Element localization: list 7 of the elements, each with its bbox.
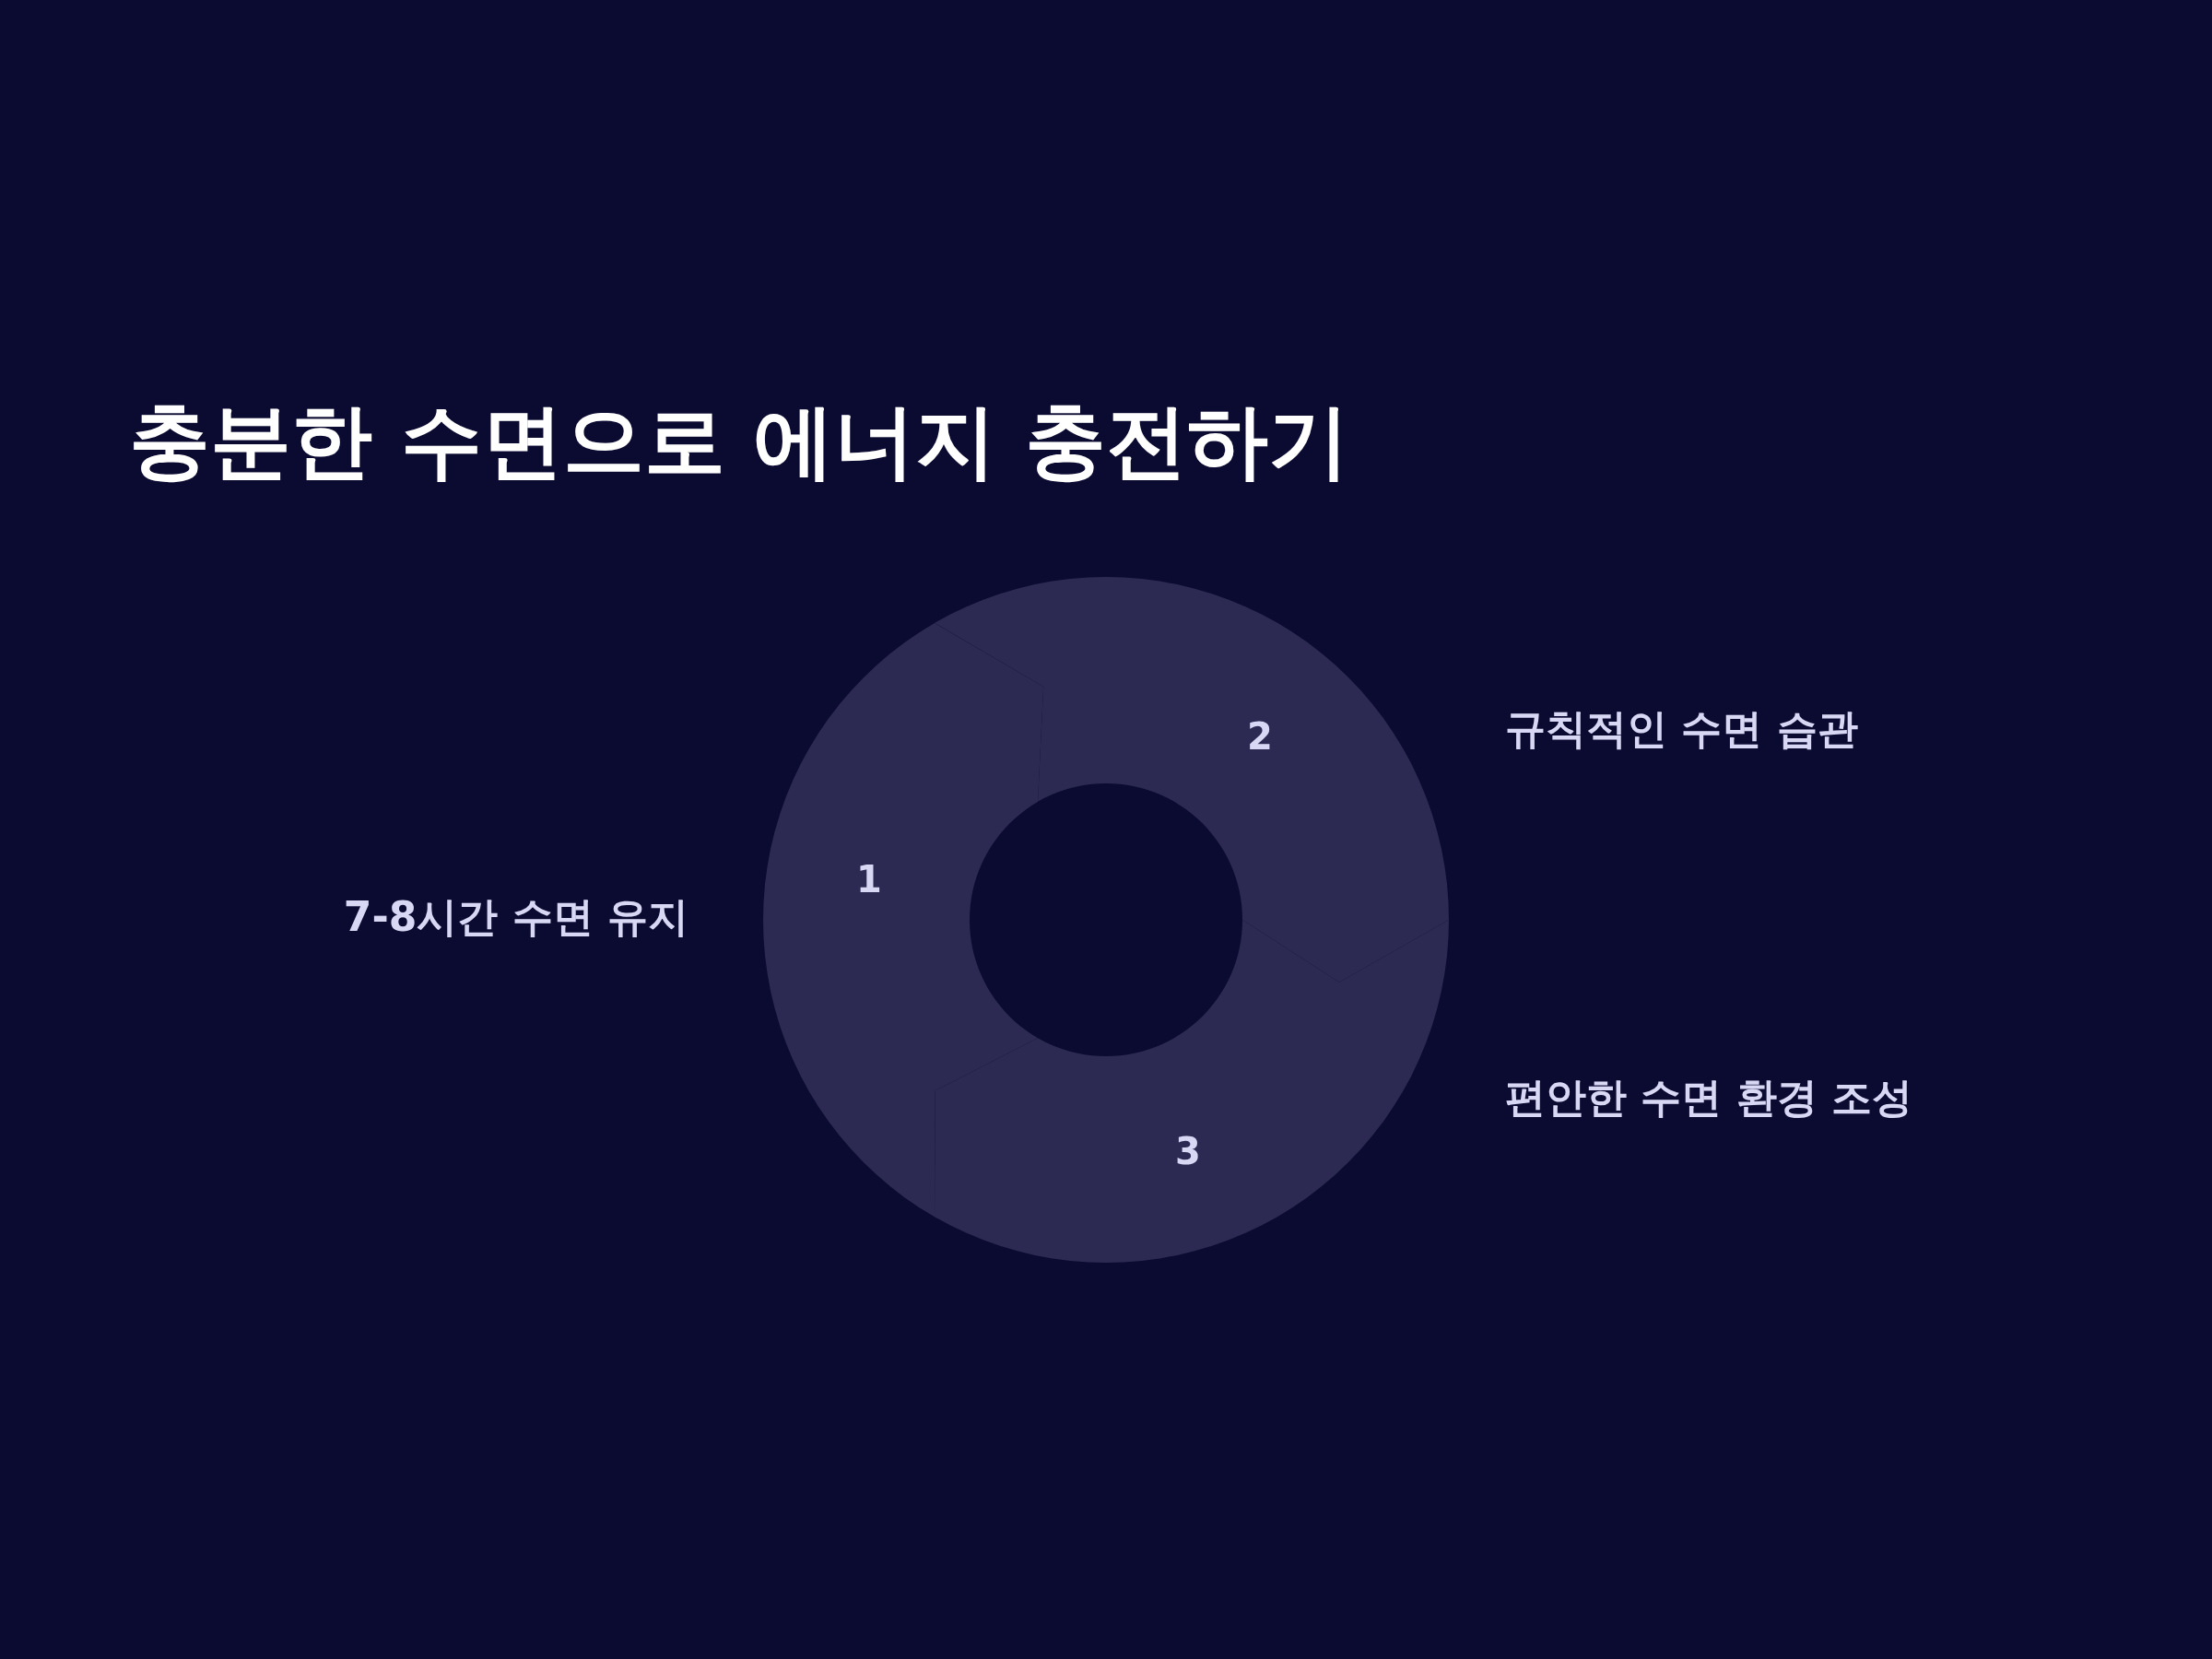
step-number: 2 [1247, 715, 1273, 758]
step-number: 1 [856, 858, 882, 900]
step-label: 7-8시간 수면 유지 [343, 891, 688, 942]
title: 충분한 수면으로 에너지 충전하기 [129, 393, 1349, 490]
step-label: 규칙적인 수면 습관 [1505, 703, 1858, 754]
step-number: 3 [1175, 1130, 1201, 1172]
step-label: 편안한 수면 환경 조성 [1505, 1072, 1912, 1123]
